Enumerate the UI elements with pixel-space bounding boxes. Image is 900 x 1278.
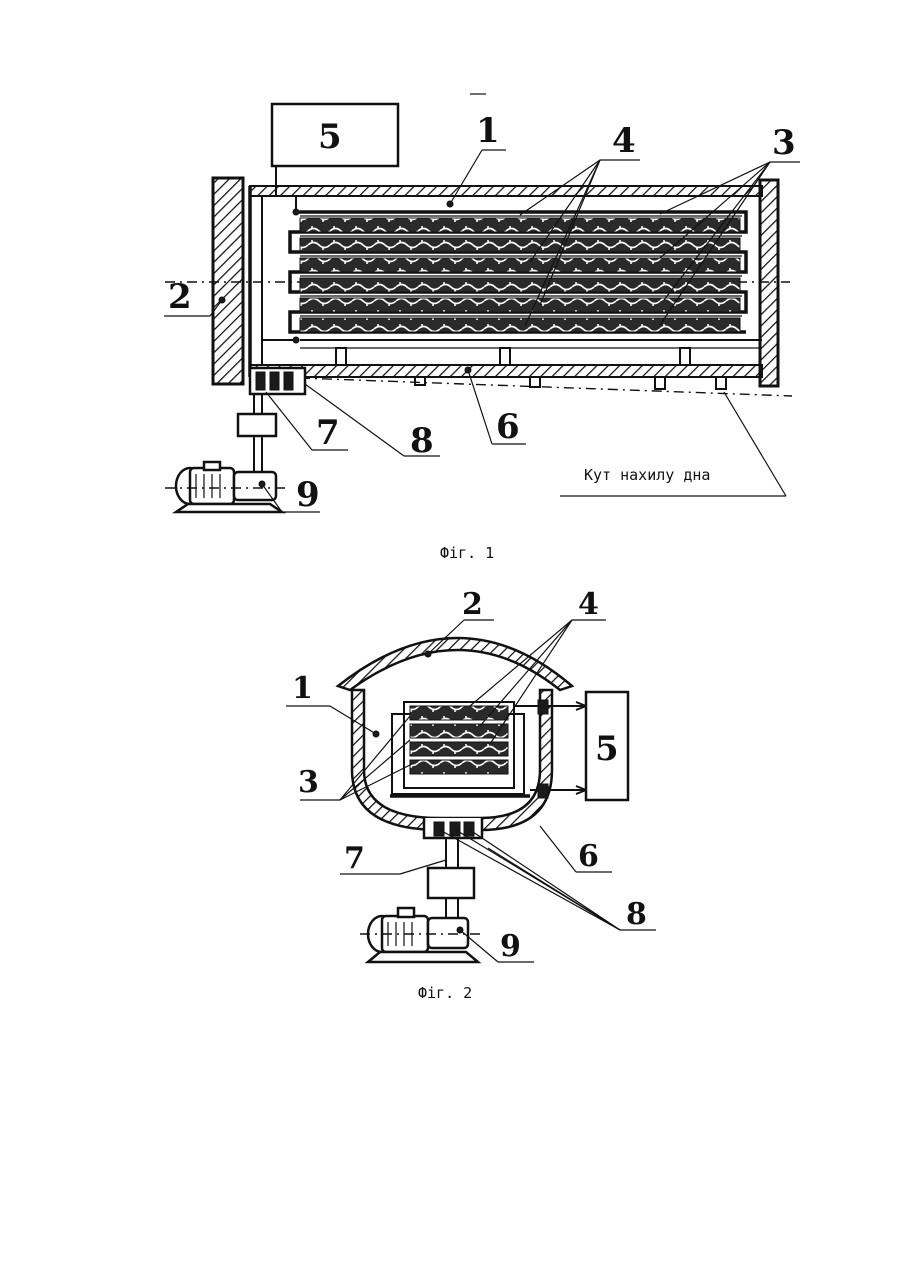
label-9: 9 [296,475,320,515]
chamber-foot [716,377,726,389]
label-4: 4 [612,121,636,161]
nozzle-8 [284,372,293,390]
support-leg [680,348,690,365]
label-2: 2 [168,277,192,317]
nozzle-8 [464,822,474,836]
figure-2: 5 [286,587,656,1002]
end-wall-right [760,180,778,386]
label-1-fig2: 1 [292,671,313,706]
product-layer-4 [410,760,508,774]
product-layer-4 [410,724,508,738]
label-5-fig2: 5 [595,729,619,769]
label-4-fig2: 4 [578,587,599,622]
figure-1-caption: Фіг. 1 [440,544,494,562]
lid-2 [338,638,572,690]
leader-dot [465,367,471,373]
chamber-foot [530,377,540,387]
nozzle-8 [434,822,444,836]
leader-dot [373,731,379,737]
leader-dot [457,927,463,933]
leader-4-fig2 [470,620,572,706]
chamber-bottom-wall [250,365,762,377]
label-1: 1 [476,111,500,151]
label-6-fig2: 6 [578,839,599,874]
leader-4-fig2 [480,620,572,726]
pipe-node [293,337,299,343]
leader-8-fig2 [488,848,620,930]
leader-3-fig2 [340,716,410,800]
pipe-fitting [538,784,548,798]
product-layer-4 [410,706,508,720]
nozzle-8 [256,372,265,390]
leader-6-fig2 [540,826,576,872]
figure-2-caption: Фіг. 2 [418,984,472,1002]
coupling-block-2 [428,868,474,898]
pipe-fitting [538,700,548,714]
supply-pipe [262,196,296,212]
label-7: 7 [316,413,340,453]
label-5: 5 [318,117,342,157]
label-7-fig2: 7 [344,841,365,876]
label-9-fig2: 9 [500,929,521,964]
pump-motor-9-fig2 [360,908,480,962]
chamber-top-wall [250,186,762,196]
leader-dot [447,201,453,207]
chamber-foot [415,377,425,385]
bottom-incline-line [300,378,792,396]
leader-dot [425,651,431,657]
support-leg [500,348,510,365]
support-leg [336,348,346,365]
angle-leader [724,392,786,496]
label-3: 3 [772,123,796,163]
pump-motor-9 [165,462,290,512]
leader-dot [259,481,265,487]
figure-1: 5 [164,94,800,562]
label-2-fig2: 2 [462,587,483,622]
leader-6 [468,370,492,444]
label-8: 8 [410,421,434,461]
nozzle-8 [270,372,279,390]
bottom-angle-note: Кут нахилу дна [584,466,710,484]
label-6: 6 [496,407,520,447]
nozzle-8 [450,822,460,836]
leader-dot [219,297,225,303]
product-layer-4 [410,742,508,756]
coupling-block [238,414,276,436]
pipe-node [293,209,299,215]
product-layers-4 [300,218,740,332]
door-2-left [213,178,243,384]
chamber-foot [655,377,665,389]
label-3-fig2: 3 [298,765,319,800]
label-8-fig2: 8 [626,897,647,932]
